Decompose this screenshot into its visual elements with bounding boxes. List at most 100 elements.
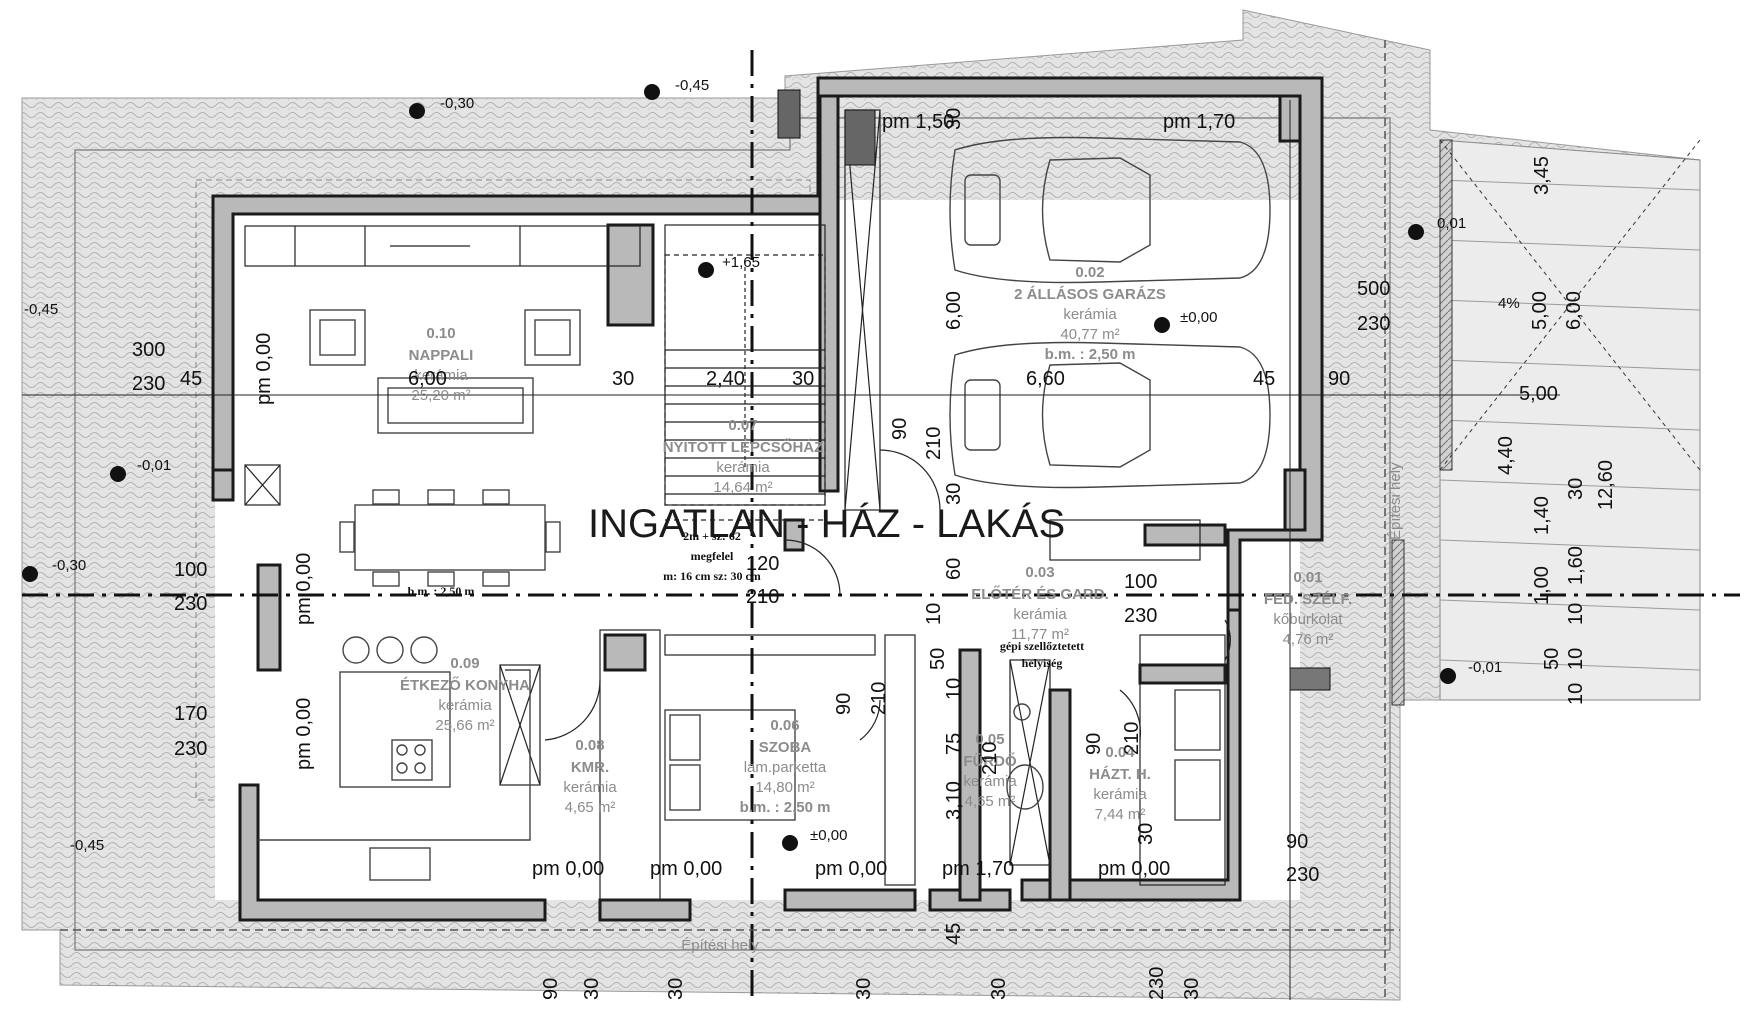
svg-text:0.10: 0.10 [426, 325, 455, 342]
vent-unit [1289, 667, 1331, 691]
svg-text:kerámia: kerámia [716, 459, 770, 476]
svg-text:1,60: 1,60 [1565, 546, 1587, 585]
svg-text:230: 230 [1357, 313, 1390, 335]
svg-text:30: 30 [943, 108, 965, 130]
svg-text:210: 210 [923, 427, 945, 460]
svg-text:pm 1,50: pm 1,50 [882, 111, 954, 133]
svg-text:kerámia: kerámia [563, 779, 617, 796]
svg-text:1,00: 1,00 [1531, 566, 1553, 605]
svg-text:0.04: 0.04 [1105, 744, 1135, 761]
svg-text:ELŐTÉR ÉS GARD.: ELŐTÉR ÉS GARD. [971, 585, 1109, 603]
section-lines [22, 50, 1740, 1000]
building-floor [215, 200, 1300, 900]
car-2 [949, 341, 1271, 489]
svg-text:10: 10 [923, 603, 945, 625]
svg-text:5,00: 5,00 [1529, 291, 1551, 330]
svg-text:6,00: 6,00 [408, 368, 447, 390]
svg-text:kerámia: kerámia [963, 773, 1017, 790]
svg-text:30: 30 [612, 368, 634, 390]
living-height: b.m. : 2,50 m [408, 584, 475, 598]
svg-text:FED. SZÉLF.: FED. SZÉLF. [1264, 591, 1352, 608]
svg-text:50: 50 [1541, 648, 1563, 670]
svg-text:10: 10 [1565, 603, 1587, 625]
svg-text:+1,65: +1,65 [722, 254, 760, 271]
site-label-bottom: Építési hely [681, 937, 759, 954]
svg-text:3,45: 3,45 [1531, 156, 1553, 195]
svg-text:0.09: 0.09 [450, 655, 479, 672]
svg-text:90: 90 [889, 418, 911, 440]
svg-text:30: 30 [943, 483, 965, 505]
svg-text:0.08: 0.08 [575, 737, 604, 754]
svg-text:ÉTKEZŐ KONYHA: ÉTKEZŐ KONYHA [400, 676, 530, 694]
svg-text:NYITOTT LÉPCSŐHÁZ: NYITOTT LÉPCSŐHÁZ [663, 438, 824, 456]
svg-text:0.05: 0.05 [975, 731, 1004, 748]
svg-text:±0,00: ±0,00 [1180, 309, 1217, 326]
svg-text:lam.parketta: lam.parketta [744, 759, 827, 776]
svg-text:500: 500 [1357, 278, 1390, 300]
room-fed-szelf: 0.01 FED. SZÉLF. kőburkolat 4,76 m² [1264, 569, 1352, 648]
svg-text:230: 230 [174, 738, 207, 760]
svg-text:-0,01: -0,01 [1468, 659, 1502, 676]
svg-text:0.02: 0.02 [1075, 264, 1104, 281]
svg-text:2 ÁLLÁSOS GARÁZS: 2 ÁLLÁSOS GARÁZS [1014, 286, 1166, 303]
svg-text:m: 16 cm sz: 30 cm: m: 16 cm sz: 30 cm [663, 569, 761, 583]
svg-text:90: 90 [1328, 368, 1350, 390]
svg-text:pm 0,00: pm 0,00 [532, 858, 604, 880]
svg-text:±0,00: ±0,00 [810, 827, 847, 844]
svg-text:-0,01: -0,01 [137, 457, 171, 474]
room-lepcsohaz: 0.07 NYITOTT LÉPCSŐHÁZ kerámia 14,64 m² [663, 417, 824, 496]
svg-text:10: 10 [1565, 648, 1587, 670]
svg-text:4,76 m²: 4,76 m² [1283, 631, 1334, 648]
svg-text:60: 60 [943, 558, 965, 580]
svg-text:-0,45: -0,45 [24, 301, 58, 318]
svg-text:0,01: 0,01 [1437, 215, 1466, 232]
svg-text:230: 230 [174, 593, 207, 615]
room-nappali: 0.10 NAPPALI kerámia 25,20 m² b.m. : 2,5… [408, 325, 475, 598]
svg-text:40,77 m²: 40,77 m² [1060, 326, 1119, 343]
svg-text:90: 90 [1286, 831, 1308, 853]
svg-text:12,60: 12,60 [1595, 460, 1617, 510]
svg-text:1,40: 1,40 [1531, 496, 1553, 535]
svg-text:4,40: 4,40 [1495, 436, 1517, 475]
svg-text:kerámia: kerámia [438, 697, 492, 714]
room-kmr: 0.08 KMR. kerámia 4,65 m² [563, 737, 617, 816]
svg-text:-0,30: -0,30 [52, 557, 86, 574]
svg-text:30: 30 [1181, 978, 1203, 1000]
svg-text:14,80 m²: 14,80 m² [755, 779, 814, 796]
svg-text:230: 230 [1124, 605, 1157, 627]
svg-text:pm 0,00: pm 0,00 [815, 858, 887, 880]
car-1 [949, 136, 1271, 284]
svg-text:3,10: 3,10 [943, 781, 965, 820]
svg-text:230: 230 [1146, 967, 1168, 1000]
svg-text:75: 75 [943, 733, 965, 755]
bath-fixtures [1006, 689, 1221, 821]
svg-text:7,44 m²: 7,44 m² [1095, 806, 1146, 823]
svg-text:210: 210 [746, 586, 779, 608]
svg-text:14,64 m²: 14,64 m² [713, 479, 772, 496]
svg-text:-0,45: -0,45 [70, 837, 104, 854]
svg-text:helyiség: helyiség [1022, 656, 1063, 670]
svg-text:2,40: 2,40 [706, 368, 745, 390]
notes: 2m + sz: 62 megfelel m: 16 cm sz: 30 cm … [663, 529, 1084, 670]
svg-text:170: 170 [174, 703, 207, 725]
svg-text:90: 90 [833, 693, 855, 715]
svg-text:100: 100 [174, 559, 207, 581]
doors [544, 449, 1231, 741]
svg-text:pm 0,00: pm 0,00 [253, 333, 275, 405]
svg-text:b.m. : 2,50 m: b.m. : 2,50 m [1045, 346, 1136, 363]
svg-text:NAPPALI: NAPPALI [409, 347, 474, 364]
living-furniture [309, 309, 581, 587]
room-eloter: 0.03 ELŐTÉR ÉS GARD. kerámia 11,77 m² [971, 564, 1109, 643]
svg-text:30: 30 [581, 978, 603, 1000]
svg-text:6,60: 6,60 [1026, 368, 1065, 390]
svg-text:25,20 m²: 25,20 m² [411, 387, 470, 404]
level-labels: -0,30 -0,45 -0,45 -0,01 -0,30 -0,45 +1,6… [24, 77, 1502, 854]
svg-text:120: 120 [746, 553, 779, 575]
svg-text:0.03: 0.03 [1025, 564, 1054, 581]
svg-text:0.06: 0.06 [770, 717, 799, 734]
chimney [777, 89, 801, 139]
opening-labels: pm 0,00 pm 0,00 pm 0,00 pm 0,00 pm 0,00 … [253, 111, 1235, 880]
kitchen-furniture [258, 636, 531, 881]
svg-text:kerámia: kerámia [1063, 306, 1117, 323]
